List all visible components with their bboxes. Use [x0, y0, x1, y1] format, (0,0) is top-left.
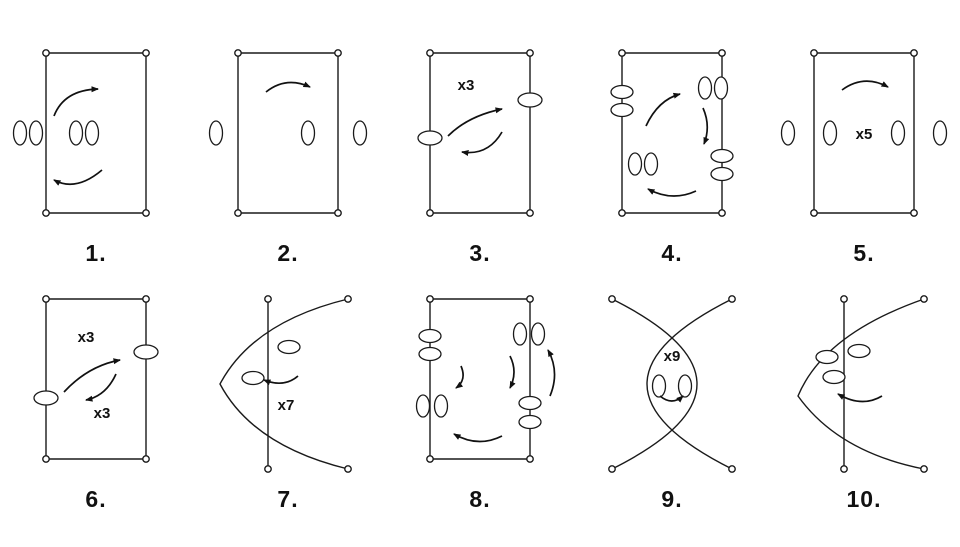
rotation-arrow: [645, 92, 681, 127]
figure-2: 2.: [198, 38, 378, 267]
loop-ovals: [610, 76, 734, 182]
figure-4-diagram: [610, 49, 734, 217]
figure-1: 1.: [6, 38, 186, 267]
figure-5-diagram: x5: [780, 49, 948, 217]
frame-outline: [45, 298, 147, 460]
figure-row-2: x3 x3 6. x7: [0, 284, 960, 513]
loop-ovals: [415, 322, 546, 430]
rotation-arrow: [702, 107, 710, 145]
corner-nodes: [264, 295, 352, 473]
multiplier-label: x7: [278, 397, 295, 414]
figure-2-diagram: [208, 49, 368, 217]
figure-2-label: 2.: [277, 240, 299, 266]
frame-curve-right: [646, 298, 733, 470]
figure-3-diagram: x3: [417, 49, 543, 217]
figure-8-label: 8.: [469, 486, 491, 512]
corner-nodes: [608, 295, 736, 473]
figure-9: x9 9.: [582, 284, 762, 513]
loop-ovals: [12, 120, 100, 146]
rotation-arrow: [63, 358, 121, 393]
rotation-arrow: [659, 395, 684, 403]
multiplier-label: x3: [78, 329, 95, 346]
loop-ovals: [780, 120, 948, 146]
figure-10-diagram: [797, 295, 928, 473]
figure-10: 10.: [774, 284, 954, 513]
multiplier-label: x3: [458, 77, 475, 94]
figure-7-label: 7.: [277, 486, 299, 512]
figure-7: x7 7.: [198, 284, 378, 513]
multiplier-label: x5: [856, 126, 873, 143]
loop-ovals: [33, 344, 159, 406]
corner-nodes: [42, 295, 150, 463]
figure-1-label: 1.: [85, 240, 107, 266]
figure-6: x3 x3 6.: [6, 284, 186, 513]
figure-5-label: 5.: [853, 240, 875, 266]
corner-nodes: [426, 49, 534, 217]
rotation-arrow: [647, 188, 697, 197]
rotation-arrow: [455, 365, 464, 389]
figure-8: 8.: [390, 284, 570, 513]
multiplier-label: x3: [94, 405, 111, 422]
rotation-arrow: [453, 433, 503, 443]
figure-7-diagram: x7: [219, 295, 352, 473]
figure-6-label: 6.: [85, 486, 107, 512]
loop-ovals: [417, 92, 543, 146]
frame-outline: [429, 52, 531, 214]
rotation-arrow: [547, 349, 556, 397]
rotation-arrow: [461, 131, 503, 156]
figure-4-label: 4.: [661, 240, 683, 266]
rotation-arrow: [53, 169, 103, 186]
frame-outline: [237, 52, 339, 214]
figure-3-label: 3.: [469, 240, 491, 266]
loop-ovals: [241, 339, 301, 386]
figure-9-label: 9.: [661, 486, 683, 512]
corner-nodes: [810, 49, 918, 217]
frame-curves: [797, 298, 925, 470]
rotation-arrow: [85, 373, 117, 402]
corner-nodes: [426, 295, 534, 463]
figure-row-1: 1. 2.: [0, 38, 960, 267]
figure-10-label: 10.: [846, 486, 882, 512]
corner-nodes: [234, 49, 342, 217]
frame-curve-left: [611, 298, 698, 470]
loop-ovals: [815, 343, 871, 385]
rotation-arrow: [263, 375, 299, 386]
figure-8-diagram: [415, 295, 556, 463]
rotation-arrow: [837, 393, 883, 403]
frame-curves: [219, 298, 349, 470]
corner-nodes: [618, 49, 726, 217]
rotation-arrow: [447, 107, 503, 137]
figure-1-diagram: [12, 49, 150, 217]
loop-ovals: [208, 120, 368, 146]
rotation-arrow: [265, 81, 311, 93]
figure-6-diagram: x3 x3: [33, 295, 159, 463]
figure-3: x3 3.: [390, 38, 570, 267]
figure-4: 4.: [582, 38, 762, 267]
rotation-arrow: [53, 86, 99, 117]
figure-9-diagram: x9: [608, 295, 736, 473]
corner-nodes: [42, 49, 150, 217]
rotation-arrow: [509, 355, 516, 389]
corner-nodes: [840, 295, 928, 473]
loop-ovals: [651, 374, 693, 398]
figure-5: x5 5.: [774, 38, 954, 267]
multiplier-label: x9: [664, 348, 681, 365]
rotation-arrow: [841, 80, 889, 91]
frame-outline: [429, 298, 531, 460]
